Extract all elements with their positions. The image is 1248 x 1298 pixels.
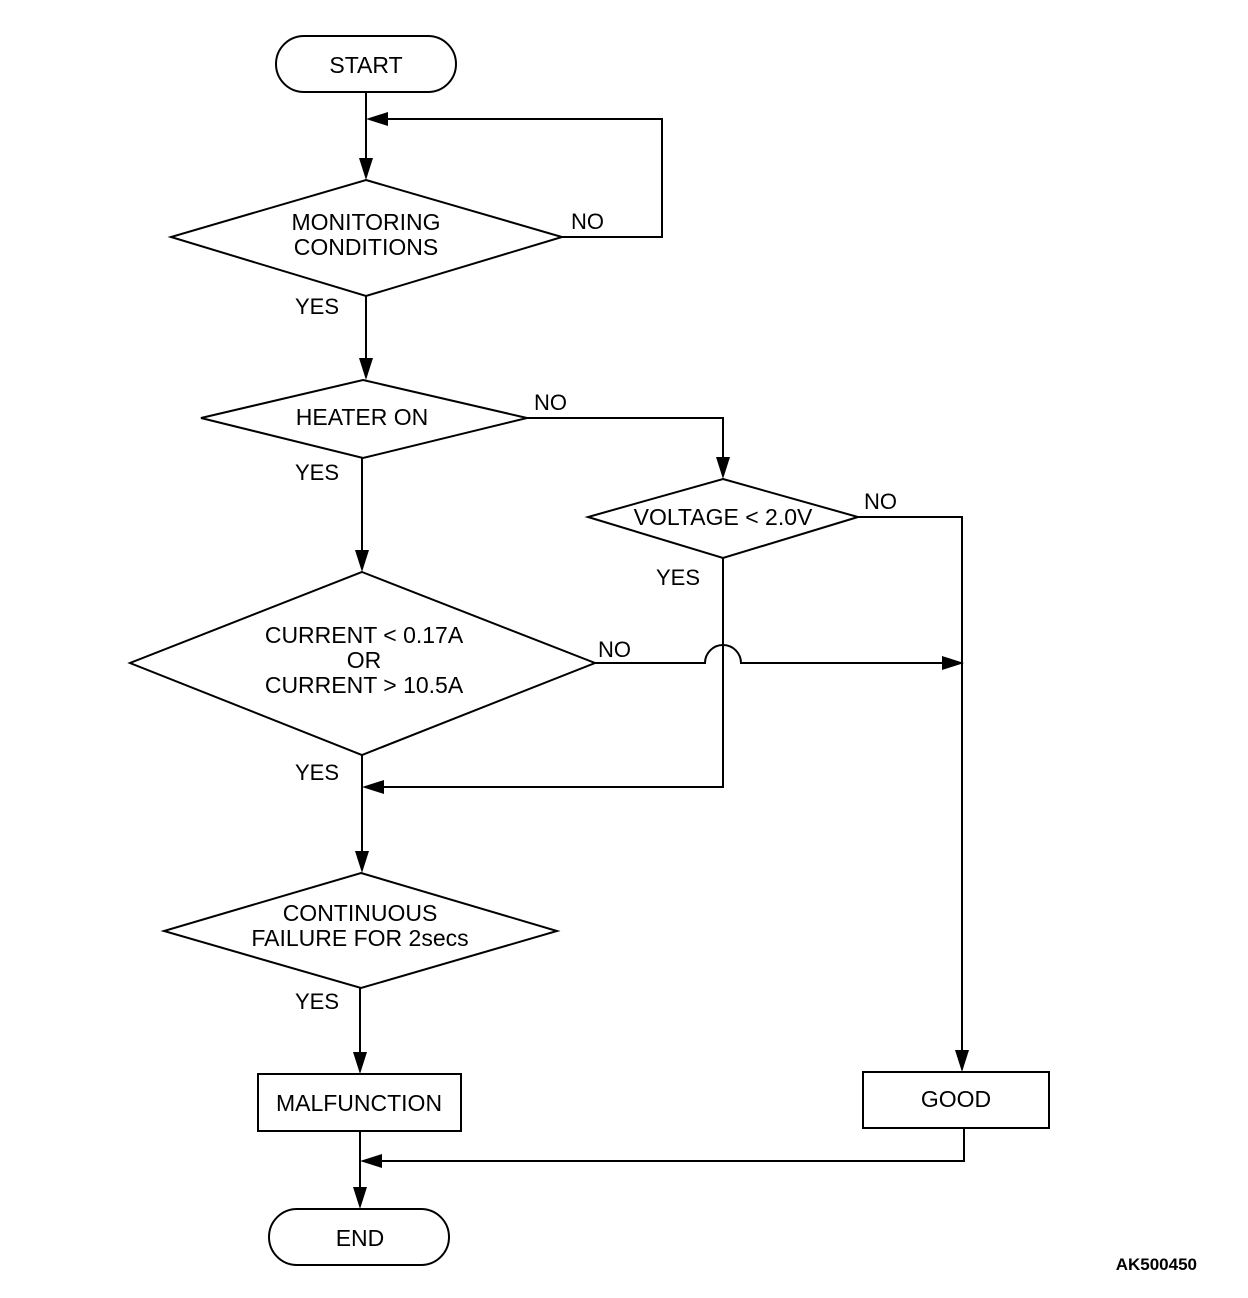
heater-on-label: HEATER ON: [296, 404, 428, 430]
connector-current-no-to-good: [595, 644, 945, 664]
arrowhead-down: [716, 457, 730, 479]
arrowhead-left: [366, 112, 388, 126]
monitoring-no-label: NO: [571, 209, 604, 234]
arrowhead-down: [359, 158, 373, 180]
monitoring-conditions-decision: [167, 178, 566, 298]
connector-good-to-end: [378, 1128, 965, 1162]
start-terminal: [275, 35, 457, 93]
connector-heater-no-to-voltage: [527, 417, 724, 462]
monitoring-conditions-label-line2: CONDITIONS: [294, 234, 438, 260]
start-label: START: [329, 52, 402, 78]
monitoring-yes-label: YES: [295, 294, 339, 319]
reference-code: AK500450: [1116, 1255, 1197, 1274]
heater-on-decision: [200, 378, 528, 460]
arrowhead-left: [362, 780, 384, 794]
arrowhead-down: [955, 1050, 969, 1072]
end-terminal: [268, 1208, 450, 1266]
continuous-failure-label-line2: FAILURE FOR 2secs: [251, 925, 468, 951]
continuous-failure-decision: [160, 871, 561, 990]
connector-monitoring-no-loop: [382, 118, 663, 238]
connector-voltage-yes-to-merge: [378, 558, 724, 788]
arrowhead-down: [359, 358, 373, 380]
continuous-yes-label: YES: [295, 989, 339, 1014]
malfunction-label: MALFUNCTION: [276, 1090, 442, 1116]
arrowhead-left: [360, 1154, 382, 1168]
heater-yes-label: YES: [295, 460, 339, 485]
arrowheads: [353, 112, 969, 1209]
good-box: [862, 1071, 1050, 1129]
connector-voltage-no-to-good: [858, 516, 963, 1056]
monitoring-conditions-label-line1: MONITORING: [291, 209, 440, 235]
current-yes-label: YES: [295, 760, 339, 785]
malfunction-box: [257, 1073, 462, 1132]
arrowhead-down: [355, 550, 369, 572]
voltage-no-label: NO: [864, 489, 897, 514]
end-label: END: [336, 1225, 385, 1251]
heater-no-label: NO: [534, 390, 567, 415]
current-label-line1: CURRENT < 0.17A: [265, 622, 464, 648]
voltage-label: VOLTAGE < 2.0V: [634, 504, 813, 530]
arrowhead-down: [353, 1187, 367, 1209]
current-decision: [127, 570, 598, 757]
branch-labels: NO YES NO YES NO YES NO YES YES: [295, 209, 897, 1014]
arrowhead-down: [353, 1052, 367, 1074]
current-label-line3: CURRENT > 10.5A: [265, 672, 464, 698]
current-label-line2: OR: [347, 647, 382, 673]
arrowhead-down: [355, 851, 369, 873]
good-label: GOOD: [921, 1086, 991, 1112]
voltage-decision: [584, 477, 862, 560]
voltage-yes-label: YES: [656, 565, 700, 590]
current-no-label: NO: [598, 637, 631, 662]
arrowhead-right: [942, 656, 964, 670]
continuous-failure-label-line1: CONTINUOUS: [283, 900, 438, 926]
connectors: [359, 92, 965, 1193]
